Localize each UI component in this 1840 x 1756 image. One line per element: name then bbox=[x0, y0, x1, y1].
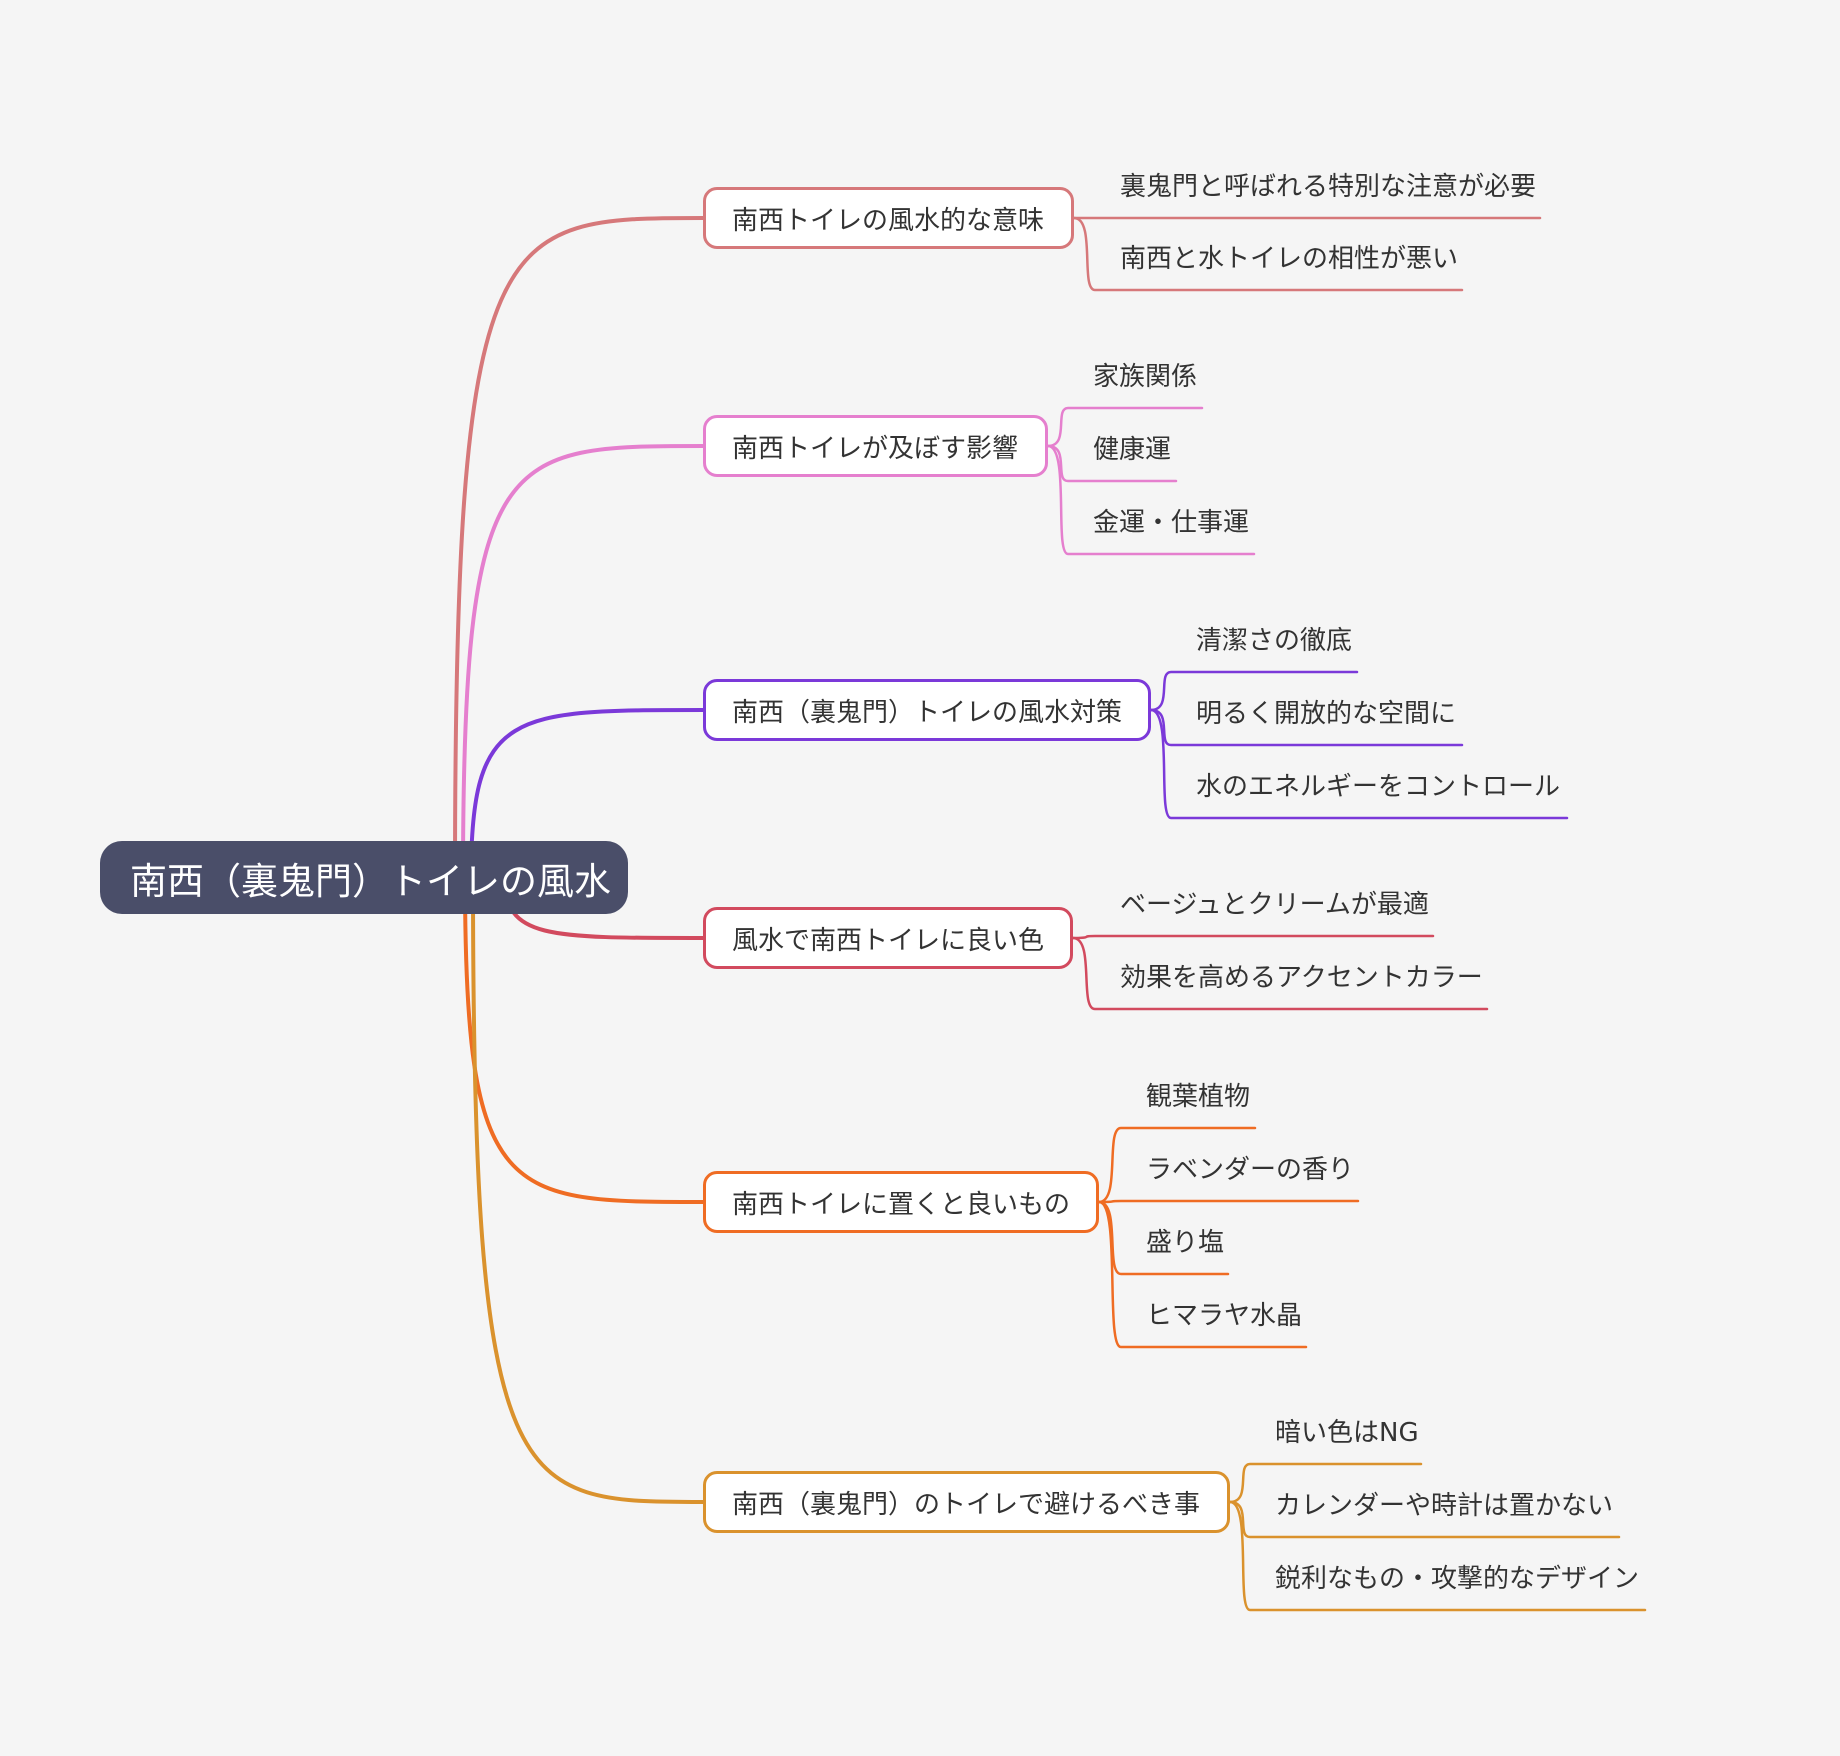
leaf-connector bbox=[1046, 444, 1256, 556]
branch-topic[interactable]: 風水で南西トイレに良い色 bbox=[703, 907, 1073, 969]
leaf-connector bbox=[1097, 1199, 1360, 1204]
leaf-connector bbox=[1097, 1126, 1257, 1204]
root-topic[interactable]: 南西（裏鬼門）トイレの風水 bbox=[100, 841, 628, 914]
leaf-topic[interactable]: ヒマラヤ水晶 bbox=[1146, 1301, 1303, 1331]
leaf-topic[interactable]: 効果を高めるアクセントカラー bbox=[1120, 963, 1483, 993]
branch-connector bbox=[471, 876, 705, 1504]
leaf-topic[interactable]: ベージュとクリームが最適 bbox=[1120, 890, 1429, 920]
leaf-topic[interactable]: 水のエネルギーをコントロール bbox=[1196, 772, 1561, 802]
leaf-topic[interactable]: 盛り塩 bbox=[1146, 1228, 1225, 1258]
leaf-connector bbox=[1149, 708, 1464, 747]
leaf-connector bbox=[1228, 1500, 1647, 1612]
leaf-connector bbox=[1228, 1462, 1423, 1504]
leaf-topic[interactable]: 観葉植物 bbox=[1146, 1082, 1251, 1112]
leaf-connector bbox=[1071, 936, 1489, 1011]
branch-connector bbox=[453, 216, 705, 880]
leaf-connector bbox=[1228, 1500, 1621, 1539]
branch-topic[interactable]: 南西トイレが及ぼす影響 bbox=[703, 415, 1048, 477]
leaf-connector bbox=[1149, 670, 1359, 712]
leaf-connector bbox=[1072, 216, 1464, 292]
leaf-topic[interactable]: 清潔さの徹底 bbox=[1196, 626, 1353, 656]
branch-topic[interactable]: 南西（裏鬼門）のトイレで避けるべき事 bbox=[703, 1471, 1230, 1533]
leaf-connector bbox=[1046, 406, 1204, 448]
branch-topic[interactable]: 南西トイレの風水的な意味 bbox=[703, 187, 1074, 249]
leaf-topic[interactable]: 明るく開放的な空間に bbox=[1196, 699, 1457, 729]
leaf-topic[interactable]: 健康運 bbox=[1093, 435, 1172, 465]
leaf-topic[interactable]: 裏鬼門と呼ばれる特別な注意が必要 bbox=[1120, 172, 1537, 202]
leaf-connector bbox=[1149, 708, 1569, 820]
leaf-topic[interactable]: 家族関係 bbox=[1093, 362, 1198, 392]
leaf-topic[interactable]: 金運・仕事運 bbox=[1093, 508, 1250, 538]
leaf-connector bbox=[1097, 1200, 1308, 1349]
leaf-topic[interactable]: 暗い色はNG bbox=[1275, 1418, 1419, 1448]
leaf-topic[interactable]: 鋭利なもの・攻撃的なデザイン bbox=[1275, 1564, 1640, 1594]
leaf-connector bbox=[1071, 934, 1435, 940]
branch-connector bbox=[463, 876, 705, 1204]
branch-topic[interactable]: 南西（裏鬼門）トイレの風水対策 bbox=[703, 679, 1151, 741]
leaf-topic[interactable]: 南西と水トイレの相性が悪い bbox=[1120, 244, 1459, 274]
branch-topic[interactable]: 南西トイレに置くと良いもの bbox=[703, 1171, 1099, 1233]
leaf-connector bbox=[1046, 444, 1178, 483]
leaf-topic[interactable]: カレンダーや時計は置かない bbox=[1275, 1491, 1614, 1521]
branch-connector bbox=[469, 708, 705, 880]
branch-connector bbox=[461, 444, 705, 880]
leaf-topic[interactable]: ラベンダーの香り bbox=[1146, 1155, 1355, 1185]
